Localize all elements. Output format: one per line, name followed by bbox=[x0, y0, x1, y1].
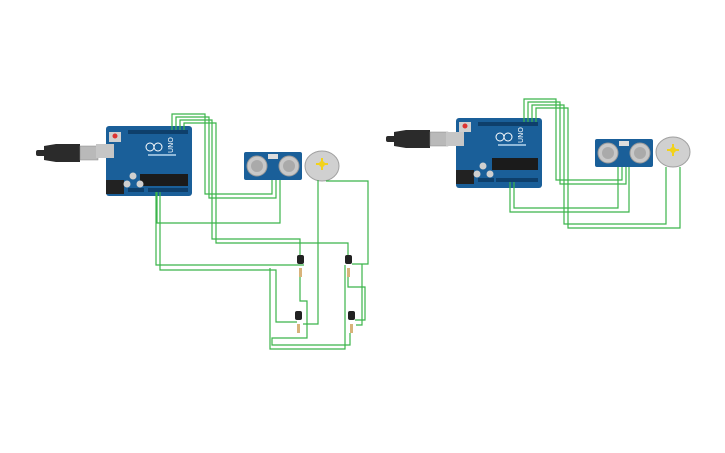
circuit-right: UNO bbox=[386, 98, 691, 229]
wires-right bbox=[509, 98, 681, 229]
wire[interactable] bbox=[527, 101, 627, 185]
wire[interactable] bbox=[535, 107, 681, 229]
wire[interactable] bbox=[179, 119, 301, 255]
wire[interactable] bbox=[159, 192, 297, 323]
wire[interactable] bbox=[523, 98, 623, 181]
wire[interactable] bbox=[155, 192, 304, 266]
wire[interactable] bbox=[513, 167, 619, 209]
wire[interactable] bbox=[356, 264, 363, 326]
transistor-1[interactable] bbox=[297, 255, 304, 264]
wires-left bbox=[155, 113, 369, 350]
wire[interactable] bbox=[303, 180, 319, 325]
dc-motor-right[interactable] bbox=[655, 136, 691, 168]
usb-cable-right[interactable] bbox=[386, 130, 449, 148]
circuit-left: UNO bbox=[36, 113, 369, 350]
wire[interactable] bbox=[171, 113, 273, 195]
resistor-3[interactable] bbox=[297, 324, 300, 333]
wire[interactable] bbox=[326, 180, 369, 265]
wire[interactable] bbox=[509, 167, 630, 213]
arduino-logo-icon bbox=[145, 142, 163, 152]
resistor-1[interactable] bbox=[299, 268, 302, 277]
wire[interactable] bbox=[156, 180, 281, 224]
wire[interactable] bbox=[531, 104, 667, 225]
ultrasonic-sensor-left[interactable] bbox=[244, 152, 302, 180]
board-label-right: UNO bbox=[517, 127, 525, 143]
wire[interactable] bbox=[269, 265, 346, 350]
arduino-uno-board-right[interactable]: UNO bbox=[446, 118, 542, 188]
arduino-logo-icon bbox=[495, 132, 513, 142]
transistor-2[interactable] bbox=[345, 255, 352, 264]
wire[interactable] bbox=[271, 277, 351, 346]
ultrasonic-sensor-right[interactable] bbox=[595, 139, 653, 167]
arduino-uno-board-left[interactable]: UNO bbox=[96, 126, 192, 196]
wire[interactable] bbox=[175, 116, 277, 199]
resistor-2[interactable] bbox=[347, 268, 350, 277]
usb-cable-left[interactable] bbox=[36, 144, 99, 162]
transistor-3[interactable] bbox=[295, 311, 302, 320]
wire[interactable] bbox=[183, 122, 349, 255]
dc-motor-left[interactable] bbox=[304, 150, 340, 182]
transistor-4[interactable] bbox=[348, 311, 355, 320]
board-label-left: UNO bbox=[167, 137, 175, 153]
resistor-4[interactable] bbox=[350, 324, 353, 333]
